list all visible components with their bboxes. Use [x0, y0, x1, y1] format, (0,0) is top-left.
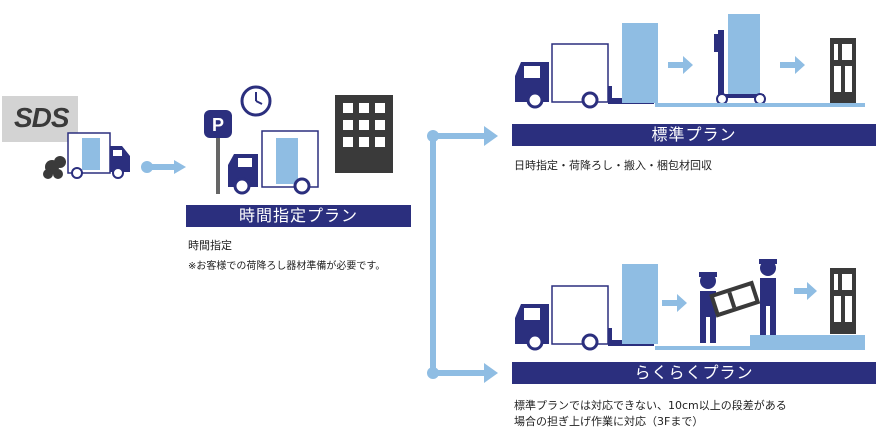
sds-logo: SDS	[14, 102, 70, 133]
standard-arrow-1	[668, 56, 693, 74]
easy-arrow-2	[794, 282, 817, 300]
easy-arrow-1	[662, 294, 687, 312]
hand-truck-icon	[714, 14, 766, 105]
standard-cargo-box	[622, 23, 658, 103]
standard-plan-banner: 標準プラン	[512, 124, 876, 146]
time-plan-description: 時間指定	[188, 239, 232, 252]
appliance-unboxed-icon	[830, 38, 856, 104]
branch-connector	[427, 126, 498, 383]
clock-icon	[240, 85, 272, 117]
easy-plan-banner: らくらくプラン	[512, 362, 876, 384]
easy-cargo-box	[622, 264, 658, 344]
workers-carrying-icon	[699, 259, 777, 343]
standard-floor	[655, 103, 865, 107]
small-truck-icon	[67, 132, 130, 179]
flow-arrow-1	[141, 160, 186, 174]
parking-sign-icon: P	[204, 110, 232, 194]
time-plan-note: ※お客様での荷降ろし器材準備が必要です。	[188, 261, 386, 272]
time-plan-banner: 時間指定プラン	[186, 205, 411, 227]
standard-arrow-2	[780, 56, 805, 74]
sds-logo-badge	[2, 96, 78, 142]
standard-plan-description: 日時指定・荷降ろし・搬入・梱包材回収	[514, 159, 712, 172]
step-platform	[655, 335, 865, 350]
exhaust-smoke-icon	[43, 156, 66, 179]
standard-truck-icon	[515, 43, 654, 109]
building-icon	[335, 95, 393, 173]
appliance-unboxed-icon-2	[830, 268, 856, 334]
easy-plan-description-line2: 場合の担ぎ上げ作業に対応（3Fまで）	[514, 415, 704, 428]
delivery-truck-icon	[228, 130, 319, 195]
easy-plan-description-line1: 標準プランでは対応できない、10cm以上の段差がある	[514, 399, 787, 412]
parking-sign-letter: P	[212, 115, 224, 135]
